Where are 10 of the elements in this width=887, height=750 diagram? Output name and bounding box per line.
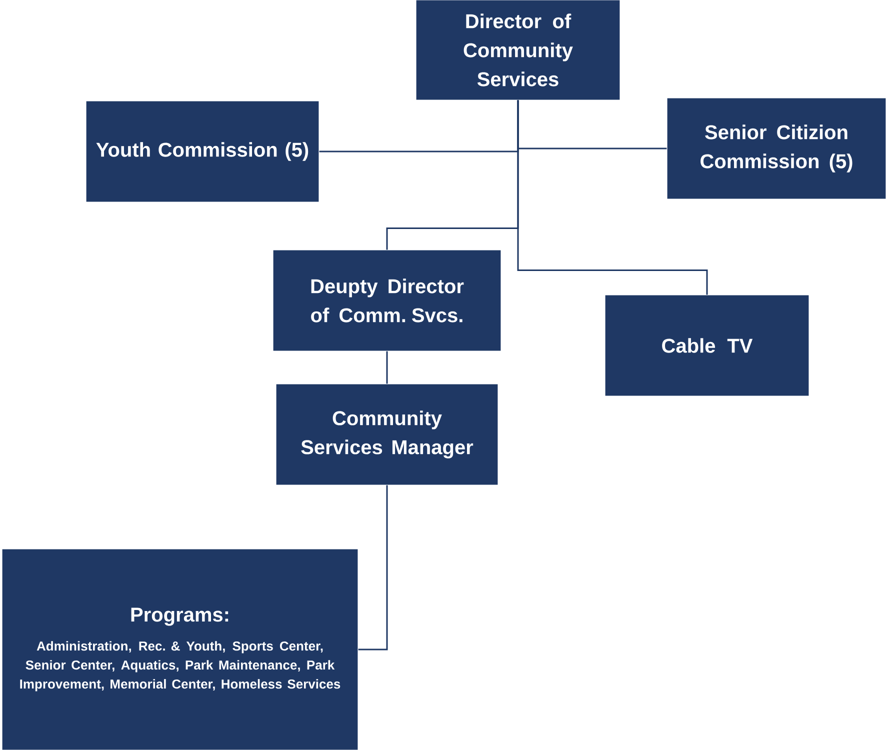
org-box: Director of Community Services [416,0,620,100]
org-box: Community Services Manager [276,384,498,486]
org-box: Senior Citizion Commission (5) [666,98,886,200]
org-box: Cable TV [604,294,810,396]
connector-line [358,485,388,650]
org-box: Programs: Administration, Rec. & Youth, Sports Center, Senior Center, Aquatics, Park Maintenance, Park Improvement, Memorial Center, Homeless Services [2,548,358,750]
connector-line [517,100,708,295]
org-box: Youth Commission (5) [86,100,320,202]
connector-line [386,351,388,384]
org-box: Deupty Director of Comm. Svcs. [272,250,502,352]
